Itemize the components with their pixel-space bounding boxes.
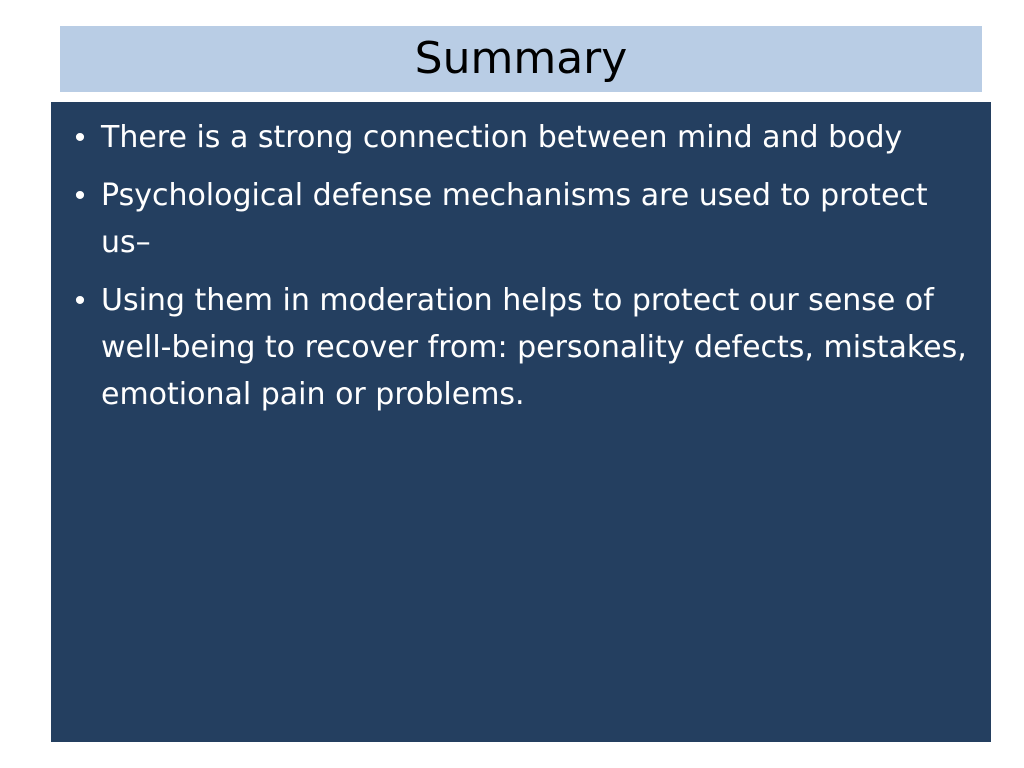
bullet-icon: • <box>74 284 86 317</box>
content-box: • There is a strong connection between m… <box>51 102 991 742</box>
bullet-text: Using them in moderation helps to protec… <box>101 283 967 412</box>
bullet-text: There is a strong connection between min… <box>101 120 903 155</box>
bullet-item: • Psychological defense mechanisms are u… <box>59 172 977 266</box>
bullet-item: • Using them in moderation helps to prot… <box>59 277 977 418</box>
bullet-icon: • <box>74 121 86 154</box>
bullet-icon: • <box>74 179 86 212</box>
title-bar: Summary <box>60 26 982 92</box>
slide-title: Summary <box>414 33 628 84</box>
bullet-text: Psychological defense mechanisms are use… <box>101 178 928 260</box>
bullet-item: • There is a strong connection between m… <box>59 114 977 161</box>
bullet-list: • There is a strong connection between m… <box>59 114 977 418</box>
